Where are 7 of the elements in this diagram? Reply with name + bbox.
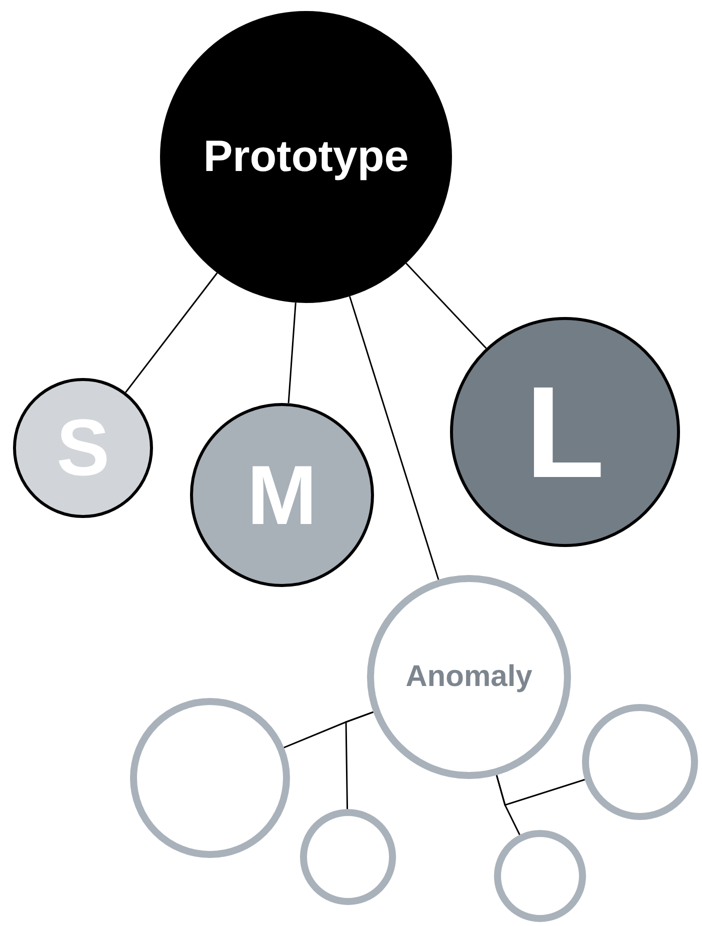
connector-line	[124, 272, 218, 393]
node-label: L	[525, 367, 605, 497]
connector-line	[406, 262, 487, 349]
connector-line	[288, 302, 296, 404]
node-label: Anomaly	[406, 662, 532, 692]
node-label: Prototype	[203, 135, 409, 179]
node-label: M	[247, 453, 317, 537]
